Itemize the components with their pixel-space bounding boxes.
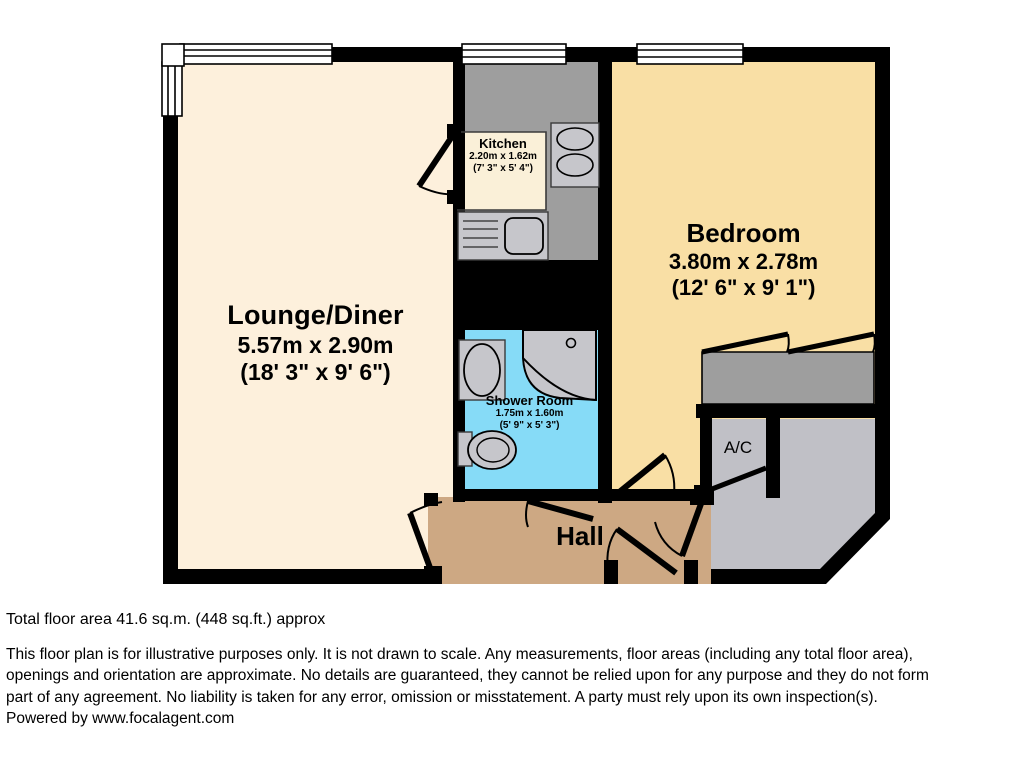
window-kitchen-top: [461, 43, 567, 65]
room-fill-kitchen: [457, 132, 546, 210]
door-jambs: [424, 124, 780, 584]
disclaimer-text: This floor plan is for illustrative purp…: [6, 644, 1018, 730]
wardrobe-fill: [702, 352, 874, 408]
wash-basin-icon: [458, 339, 506, 401]
wardrobe-doors: [701, 331, 876, 405]
wall-kitchen-south: [453, 260, 612, 330]
wall-hall-north: [602, 489, 714, 501]
window-corner-block: [161, 43, 185, 67]
room-fill-airing-cupboard: [711, 419, 772, 497]
wardrobe-outline: [701, 351, 875, 405]
disclaimer-line-4: Powered by www.focalagent.com: [6, 710, 235, 728]
toilet-icon: [457, 430, 517, 470]
wardrobe-door-left: [701, 331, 789, 355]
wall-wardrobe-south: [696, 404, 878, 418]
wall-ac-east: [766, 412, 780, 498]
window-bedroom-top: [636, 43, 744, 65]
kitchen-outline: [457, 131, 547, 211]
wall-shower-south: [453, 489, 612, 501]
door-hall-store: [654, 499, 705, 558]
disclaimer-line-3: part of any agreement. No liability is t…: [6, 688, 878, 706]
disclaimer-line-1: This floor plan is for illustrative purp…: [6, 646, 913, 663]
floor-plan-drawing: Lounge/Diner 5.57m x 2.90m (18' 3" x 9' …: [161, 43, 890, 584]
window-lounge-left: [161, 61, 183, 117]
door-bedroom-hall: [610, 452, 676, 501]
wardrobe-door-right: [787, 331, 875, 355]
room-fill-lounge-diner: [178, 62, 453, 569]
shower-tray-icon: [522, 329, 597, 402]
window-lounge-top: [179, 43, 333, 65]
kitchen-fixtures: [457, 122, 600, 261]
wardrobe-door-left-swing: [786, 333, 790, 353]
windows: [161, 43, 744, 117]
total-floor-area-text: Total floor area 41.6 sq.m. (448 sq.ft.)…: [6, 611, 326, 628]
door-shower-hall: [525, 498, 594, 528]
footer: Total floor area 41.6 sq.m. (448 sq.ft.)…: [0, 600, 1024, 768]
internal-walls: [428, 62, 878, 584]
disclaimer-line-2: openings and orientation are approximate…: [6, 667, 929, 685]
hall-entrance-recess: [612, 497, 690, 584]
shower-room-fixtures: [457, 329, 597, 470]
sink-icon: [457, 211, 549, 261]
wardrobe-door-right-swing: [872, 333, 876, 353]
hob-icon: [550, 122, 600, 188]
